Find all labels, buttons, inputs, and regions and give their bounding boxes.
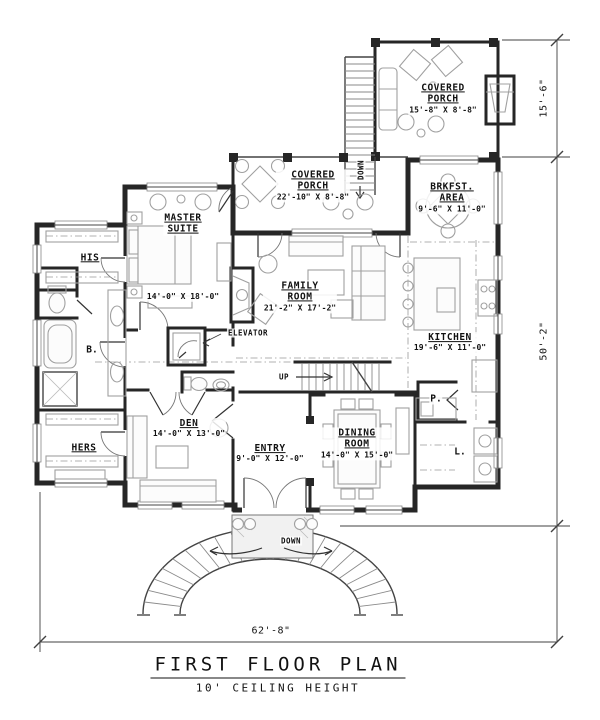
upper-porch <box>371 38 516 161</box>
upper-porch-furniture <box>378 44 464 138</box>
room-label-entry: ENTRY 9'-0" X 12'-0" <box>235 443 305 465</box>
cased-openings <box>306 416 314 486</box>
master-furniture <box>126 193 232 309</box>
room-label-family: FAMILY ROOM 21'-2" X 17'-2" <box>262 280 338 314</box>
stair-up-label: UP <box>277 372 291 382</box>
family-furniture <box>246 235 386 326</box>
his-closet <box>45 230 119 284</box>
kitchen-fixtures <box>402 257 498 421</box>
room-label-den: DEN 14'-0" X 13'-0" <box>151 418 227 440</box>
dimension-house-depth: 50'-2" <box>538 320 550 362</box>
hers-closet <box>45 413 119 480</box>
dimension-porch-depth: 15'-6" <box>538 77 550 119</box>
entry-stairs-down-label: DOWN <box>279 536 303 546</box>
room-label-covered-porch-main: COVERED PORCH 22'-10" X 8'-8" <box>275 169 351 203</box>
windows <box>32 155 503 515</box>
room-label-laundry: L. <box>453 446 467 458</box>
laundry-fixtures <box>420 427 498 483</box>
room-label-hers: HERS <box>70 442 98 454</box>
doors <box>76 187 459 514</box>
dimension-lines <box>33 33 570 652</box>
reference-lines <box>95 236 494 420</box>
room-label-his: HIS <box>79 252 101 264</box>
elevator-label: ELEVATOR <box>226 328 270 338</box>
room-label-pantry: P. <box>429 393 443 405</box>
bathroom-fixtures <box>42 285 127 407</box>
dimension-house-width: 62'-8" <box>250 625 292 637</box>
powder-room <box>183 376 230 392</box>
room-dims-master: 14'-0" X 18'-0" <box>145 291 221 303</box>
den-furniture <box>126 415 229 503</box>
elevator <box>166 326 222 367</box>
stairs-up <box>296 361 380 393</box>
porch-stairs-down-label: DOWN <box>356 158 366 182</box>
fireplace <box>229 266 255 324</box>
room-label-covered-porch-upper: COVERED PORCH 15'-8" X 8'-8" <box>408 82 478 116</box>
main-porch <box>229 153 348 187</box>
room-label-bath: B. <box>85 344 99 356</box>
room-label-brkfst: BRKFST. AREA 9'-6" X 11'-0" <box>417 181 487 215</box>
room-label-master: MASTER SUITE <box>163 212 203 236</box>
plan-subtitle: 10' CEILING HEIGHT <box>194 681 362 695</box>
room-label-kitchen: KITCHEN 19'-6" X 11'-0" <box>412 332 488 354</box>
entry-stairs <box>137 514 403 616</box>
plan-title: FIRST FLOOR PLAN <box>150 654 406 679</box>
room-label-dining: DINING ROOM 14'-0" X 15'-0" <box>319 427 395 461</box>
